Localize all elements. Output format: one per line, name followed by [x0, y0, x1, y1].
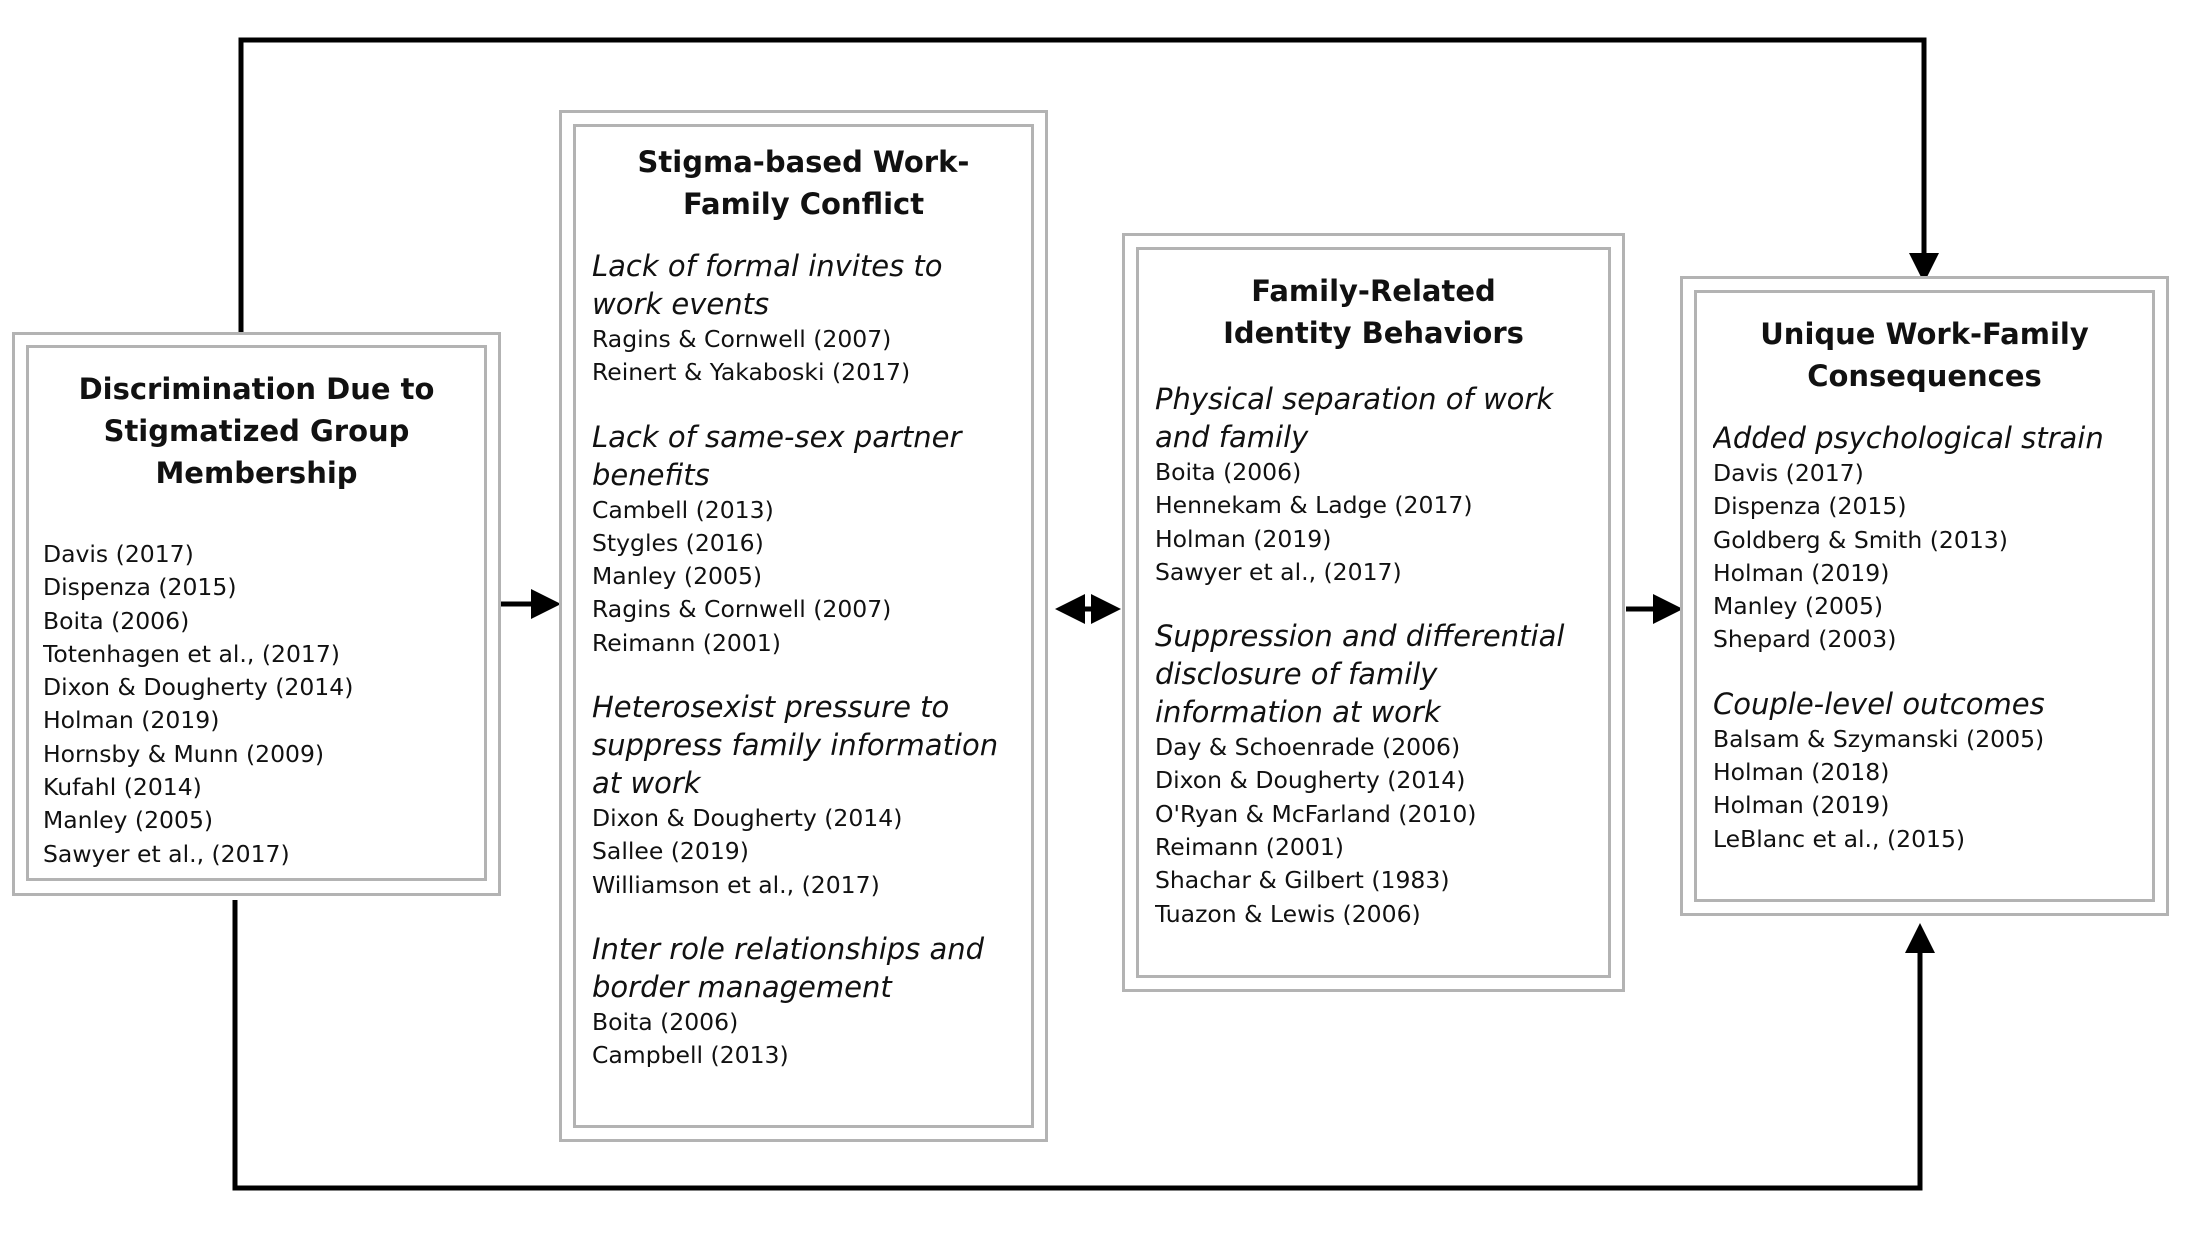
reference-item: Manley (2005) — [592, 562, 763, 591]
section-heading: Physical separation of work and family — [1155, 382, 1554, 454]
consequences-box: Unique Work-Family Consequences Added ps… — [1694, 290, 2155, 902]
top-loop-arrow — [238, 37, 1939, 335]
discrimination-title: Discrimination Due to Stigmatized Group … — [78, 372, 435, 490]
section-heading: Inter role relationships and border mana… — [592, 931, 985, 1004]
reference-item: Cambell (2013) — [592, 495, 774, 524]
reference-item: Balsam & Szymanski (2005) — [1713, 724, 2045, 753]
reference-item: Tuazon & Lewis (2006) — [1155, 899, 1421, 925]
reference-item: Shachar & Gilbert (1983) — [1155, 866, 1450, 895]
reference-item: Dixon & Dougherty (2014) — [592, 804, 903, 833]
reference-item: Boita (2006) — [1155, 458, 1302, 486]
reference-item: Reimann (2001) — [592, 628, 781, 657]
section-heading: Suppression and differential disclosure … — [1155, 619, 1565, 730]
reference-item: Holman (2018) — [1713, 758, 1890, 787]
reference-item: Sallee (2019) — [592, 837, 749, 866]
reference-item: Davis (2017) — [43, 540, 194, 568]
stigma-section: Inter role relationships and border mana… — [592, 930, 1015, 1067]
reference-item: Goldberg & Smith (2013) — [1713, 525, 2008, 554]
consequences-title: Unique Work-Family Consequences — [1760, 317, 2089, 393]
reference-item: Manley (2005) — [1713, 592, 1884, 621]
reference-item: Boita (2006) — [592, 1007, 739, 1036]
reference-item: O'Ryan & McFarland (2010) — [1155, 799, 1477, 828]
reference-item: Boita (2006) — [43, 606, 190, 635]
reference-item: Day & Schoenrade (2006) — [1155, 733, 1461, 762]
reference-item: Ragins & Cornwell (2007) — [592, 325, 892, 353]
section-heading: Lack of formal invites to work events — [592, 249, 943, 321]
reference-item: Campbell (2013) — [592, 1041, 789, 1067]
reference-item: Dixon & Dougherty (2014) — [1155, 766, 1466, 795]
stigma-title: Stigma-based Work-Family Conflict — [637, 145, 970, 221]
stigma-box: Stigma-based Work-Family Conflict Lack o… — [573, 124, 1034, 1128]
reference-item: Shepard (2003) — [1713, 625, 1897, 654]
reference-item: Reimann (2001) — [1155, 833, 1344, 862]
discrimination-refs: Davis (2017) Dispenza (2015) Boita (2006) T… — [43, 538, 470, 873]
reference-item: Dixon & Dougherty (2014) — [43, 673, 354, 702]
discrimination-box: Discrimination Due to Stigmatized Group … — [26, 345, 487, 881]
reference-item: LeBlanc et al., (2015) — [1713, 824, 1966, 853]
reference-item: Manley (2005) — [43, 806, 214, 835]
reference-item: Stygles (2016) — [592, 528, 764, 557]
reference-item: Dispenza (2015) — [43, 573, 237, 602]
reference-item: Sawyer et al., (2017) — [43, 839, 290, 868]
reference-item: Williamson et al., (2017) — [592, 870, 880, 899]
reference-item: Holman (2019) — [1713, 791, 1890, 820]
reference-item: Schachar & Gilbert (1983) — [43, 871, 470, 874]
stigma-section: Heterosexist pressure to suppress family… — [592, 688, 1015, 902]
reference-item: Hornsby & Munn (2009) — [43, 739, 325, 768]
reference-item: Kufahl (2014) — [43, 773, 202, 802]
reference-item: Sawyer et al., (2017) — [1155, 557, 1402, 586]
reference-item: Ragins & Cornwell (2007) — [592, 595, 892, 624]
section-heading: Heterosexist pressure to suppress family… — [592, 690, 999, 801]
reference-item: Reinert & Yakaboski (2017) — [592, 358, 911, 387]
reference-item: Holman (2019) — [1155, 524, 1332, 553]
identity-title: Family-Related Identity Behaviors — [1223, 274, 1524, 350]
bottom-loop-arrow — [232, 900, 1935, 1191]
reference-item: Totenhagen et al., (2017) — [43, 639, 340, 668]
section-heading: Lack of same-sex partner benefits — [592, 419, 962, 492]
reference-item: Dispenza (2015) — [1713, 492, 1907, 521]
identity-box: Family-Related Identity Behaviors Physic… — [1136, 247, 1611, 978]
reference-item: Holman (2019) — [43, 706, 220, 735]
reference-item: Hennekam & Ladge (2017) — [1155, 491, 1473, 520]
section-heading: Added psychological strain — [1713, 421, 2104, 455]
reference-item: Davis (2017) — [1713, 459, 1864, 487]
identity-section: Suppression and differential disclosure … — [1155, 617, 1592, 925]
section-heading: Couple-level outcomes — [1713, 686, 2045, 721]
reference-item: Holman (2019) — [1713, 558, 1890, 587]
